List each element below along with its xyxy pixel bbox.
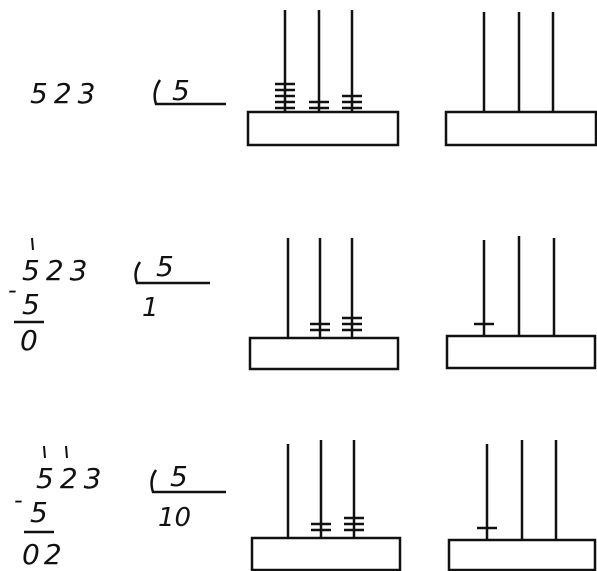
quotient-text: 10	[158, 503, 191, 533]
carry-tick	[65, 445, 68, 459]
abacus-base	[445, 334, 597, 370]
abacus-right	[444, 12, 597, 147]
division-bracket	[134, 261, 210, 285]
abacus-base	[447, 538, 597, 571]
division-bracket	[150, 469, 226, 494]
remainder-text: 02	[22, 538, 66, 571]
abacus-base	[250, 536, 402, 571]
quotient-text: 1	[142, 293, 159, 323]
abacus-base	[248, 336, 400, 371]
abacus-base	[246, 110, 400, 147]
abacus-left	[246, 10, 400, 147]
carry-tick	[43, 445, 46, 459]
subtrahend-text: 5	[22, 288, 40, 321]
divisor-text: 5	[172, 74, 190, 107]
minus-sign: -	[14, 486, 23, 514]
carry-tick	[31, 237, 34, 251]
division-row-2: 523 5 1 - 5 0	[8, 236, 597, 371]
divisor-text: 5	[156, 250, 174, 283]
dividend-text: 523	[36, 462, 107, 495]
abacus-right	[447, 440, 597, 571]
division-row-3: 523 5 10 - 5 02	[14, 440, 597, 571]
dividend-text: 523	[22, 254, 93, 287]
remainder-text: 0	[20, 324, 38, 357]
abacus-left	[250, 440, 402, 571]
subtrahend-text: 5	[30, 496, 48, 529]
minus-sign: -	[8, 276, 17, 304]
dividend-text: 523	[30, 77, 101, 110]
abacus-base	[444, 110, 597, 147]
divisor-text: 5	[170, 460, 188, 493]
abacus-right	[445, 236, 597, 370]
division-row-1: 523 5	[30, 10, 597, 147]
division-bracket	[153, 79, 226, 106]
abacus-left	[248, 238, 400, 371]
